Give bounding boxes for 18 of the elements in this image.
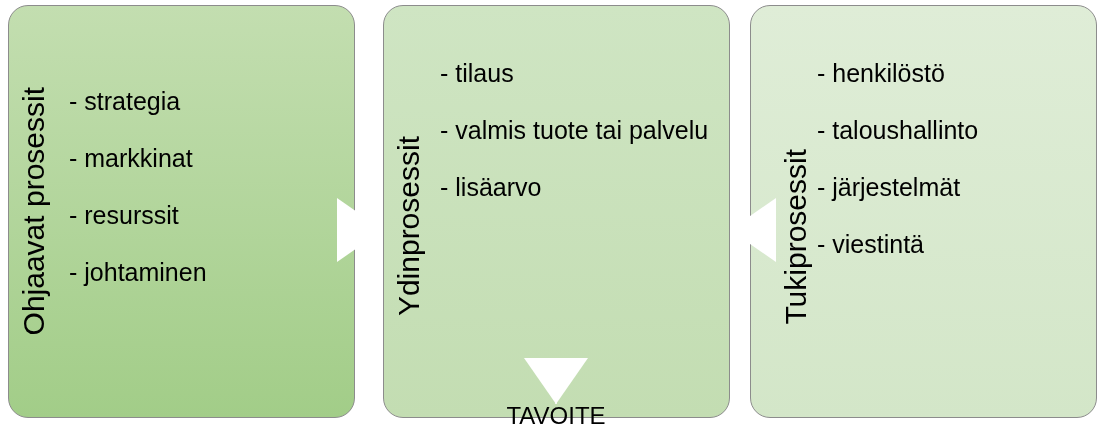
list-item: - tilaus (440, 58, 515, 89)
process-panel (750, 5, 1097, 418)
list-item: - taloushallinto (817, 115, 980, 146)
list-item: - johtaminen (69, 257, 208, 288)
list-item: - lisäarvo (440, 172, 543, 203)
goal-label: TAVOITE (500, 404, 612, 428)
list-item: - valmis tuote tai palvelu (440, 115, 710, 146)
list-item: - resurssit (69, 200, 180, 231)
list-item: - markkinat (69, 143, 194, 174)
list-item: - strategia (69, 86, 182, 117)
list-item: - järjestelmät (817, 172, 962, 203)
list-item: - henkilöstö (817, 58, 946, 89)
triangle-arrow (524, 357, 588, 405)
panel-heading: Tukiprosessit (779, 147, 813, 325)
process-panel (8, 5, 355, 418)
panel-heading: Ydinprosessit (392, 135, 426, 317)
list-item: - viestintä (817, 229, 925, 260)
panel-heading: Ohjaavat prosessit (17, 87, 51, 336)
